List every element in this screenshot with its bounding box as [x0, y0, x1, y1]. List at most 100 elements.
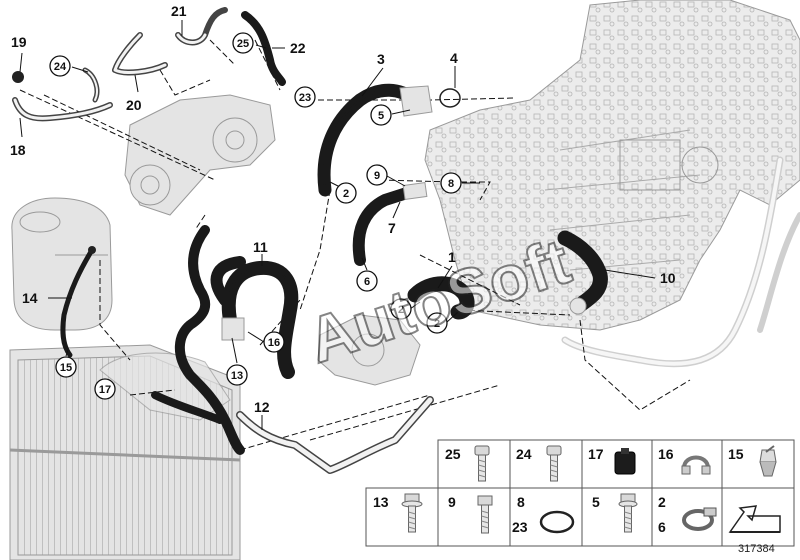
- svg-text:23: 23: [512, 519, 528, 535]
- part-1-water-pump-hose: [407, 276, 475, 320]
- label-5: 5: [370, 104, 392, 126]
- svg-text:15: 15: [728, 446, 744, 462]
- legend-cell-24: 24: [509, 439, 583, 489]
- svg-text:15: 15: [60, 362, 72, 374]
- legend-cell-16: 16: [651, 439, 723, 489]
- label-23: 23: [294, 86, 316, 108]
- legend-cell-17: 17: [581, 439, 653, 489]
- bolt-icon: [477, 495, 493, 534]
- svg-text:5: 5: [378, 110, 384, 122]
- part-19-bracket: [12, 71, 24, 83]
- turbocharger: [124, 94, 276, 216]
- part-20-oil-return-line: [112, 32, 168, 76]
- part-21-coolant-line: [175, 7, 228, 46]
- label-13: 13: [226, 364, 248, 386]
- label-10: 10: [660, 270, 676, 286]
- hose-clip-icon: [681, 455, 711, 475]
- svg-text:9: 9: [448, 494, 456, 510]
- legend-cell-2-6: 2 6: [651, 487, 723, 547]
- part-11-return-hose: [210, 256, 299, 379]
- label-8: 8: [440, 172, 462, 194]
- part-4-o-ring: [439, 88, 461, 108]
- svg-text:8: 8: [448, 178, 454, 190]
- label-1: 1: [448, 249, 456, 265]
- svg-text:13: 13: [373, 494, 389, 510]
- label-18: 18: [10, 142, 26, 158]
- svg-text:6: 6: [658, 519, 666, 535]
- label-7: 7: [388, 220, 396, 236]
- label-19: 19: [11, 34, 27, 50]
- label-6: 6: [356, 270, 378, 292]
- label-3: 3: [377, 51, 385, 67]
- fan-shroud: [99, 352, 231, 421]
- part-24-oil-feed-line: [82, 67, 100, 103]
- label-22: 22: [290, 40, 306, 56]
- part-18-oil-line: [12, 97, 113, 122]
- part-17-radiator-hose: [151, 225, 245, 455]
- label-14: 14: [22, 290, 38, 306]
- svg-text:2: 2: [343, 188, 349, 200]
- legend-cell-13: 13: [365, 487, 439, 547]
- legend-cell-9: 9: [437, 487, 511, 547]
- svg-text:23: 23: [299, 92, 311, 104]
- svg-text:2: 2: [658, 494, 666, 510]
- svg-text:6: 6: [364, 276, 370, 288]
- expansion-tank: [11, 197, 113, 331]
- part-22-coolant-hose: [241, 11, 286, 86]
- part-14-vent-pipe: [60, 246, 96, 358]
- label-20: 20: [126, 97, 142, 113]
- label-15: 15: [55, 356, 77, 378]
- label-21: 21: [171, 3, 187, 19]
- flange-bolt-icon: [401, 493, 423, 533]
- svg-text:13: 13: [231, 370, 243, 382]
- label-12: 12: [254, 399, 270, 415]
- spring-clip-icon: [759, 445, 777, 477]
- label-2-a: 2: [335, 182, 357, 204]
- part-12-coolant-pipe: [236, 396, 434, 474]
- svg-text:17: 17: [588, 446, 604, 462]
- bolt-icon: [474, 445, 490, 482]
- svg-text:16: 16: [268, 337, 280, 349]
- label-9: 9: [366, 164, 388, 186]
- label-17: 17: [94, 378, 116, 400]
- circled-part-labels: 24 25 5 23 9 8 2 6 2 2 15 17 16 13: [49, 32, 462, 400]
- fastener-legend: 25 24 17 16: [365, 439, 795, 547]
- legend-cell-arrow: [721, 487, 795, 547]
- leader-lines: [19, 20, 656, 430]
- svg-text:2: 2: [398, 304, 404, 316]
- label-11: 11: [253, 239, 268, 255]
- part-7-bypass-hose: [352, 181, 428, 266]
- bolt-icon: [546, 445, 562, 482]
- label-2-c: 2: [426, 312, 448, 334]
- engine-wiring-harness: [561, 156, 800, 368]
- bolt-icon: [618, 493, 638, 533]
- legend-cell-25: 25: [437, 439, 511, 489]
- svg-text:24: 24: [516, 446, 532, 462]
- arrow-icon: [728, 505, 781, 533]
- label-16: 16: [263, 331, 285, 353]
- engine-block: [424, 0, 800, 331]
- part-10-lower-hose: [557, 230, 608, 315]
- svg-text:25: 25: [237, 38, 249, 50]
- o-ring-icon: [539, 510, 575, 534]
- hose-clamp-icon: [682, 507, 717, 531]
- rubber-mount-icon: [614, 448, 636, 475]
- part-3-upper-hose: [317, 83, 433, 197]
- label-25: 25: [232, 32, 254, 54]
- label-2-b: 2: [390, 298, 412, 320]
- svg-text:16: 16: [658, 446, 674, 462]
- legend-cell-15: 15: [721, 439, 795, 489]
- label-24: 24: [49, 55, 71, 77]
- svg-text:5: 5: [592, 494, 600, 510]
- svg-text:25: 25: [445, 446, 461, 462]
- part-labels: 19 21 22 20 18 3 4 7 11 1 10 14 12: [10, 3, 676, 415]
- watermark: AutoSoft: [299, 225, 578, 377]
- svg-text:9: 9: [374, 170, 380, 182]
- diagram-reference-number: 317384: [738, 543, 775, 555]
- svg-text:8: 8: [517, 494, 525, 510]
- label-4: 4: [450, 50, 458, 66]
- water-pump: [317, 314, 421, 386]
- svg-text:17: 17: [99, 384, 111, 396]
- legend-cell-8-23: 8 23: [509, 487, 583, 547]
